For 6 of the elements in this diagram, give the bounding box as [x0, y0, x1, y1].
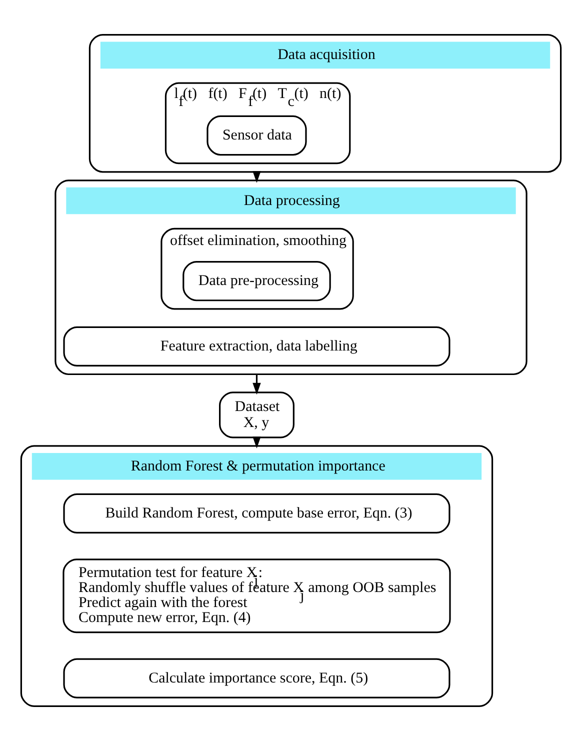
node-box: Build Random Forest, compute base error, Eqn. (3)	[63, 492, 450, 533]
node-box: Sensor data	[206, 114, 307, 156]
node-box: Data pre-processing	[182, 260, 331, 301]
arrow	[252, 374, 261, 394]
node-box: Calculate importance score, Eqn. (5)	[63, 658, 450, 698]
node-box: Feature extraction, data labelling	[63, 326, 450, 366]
